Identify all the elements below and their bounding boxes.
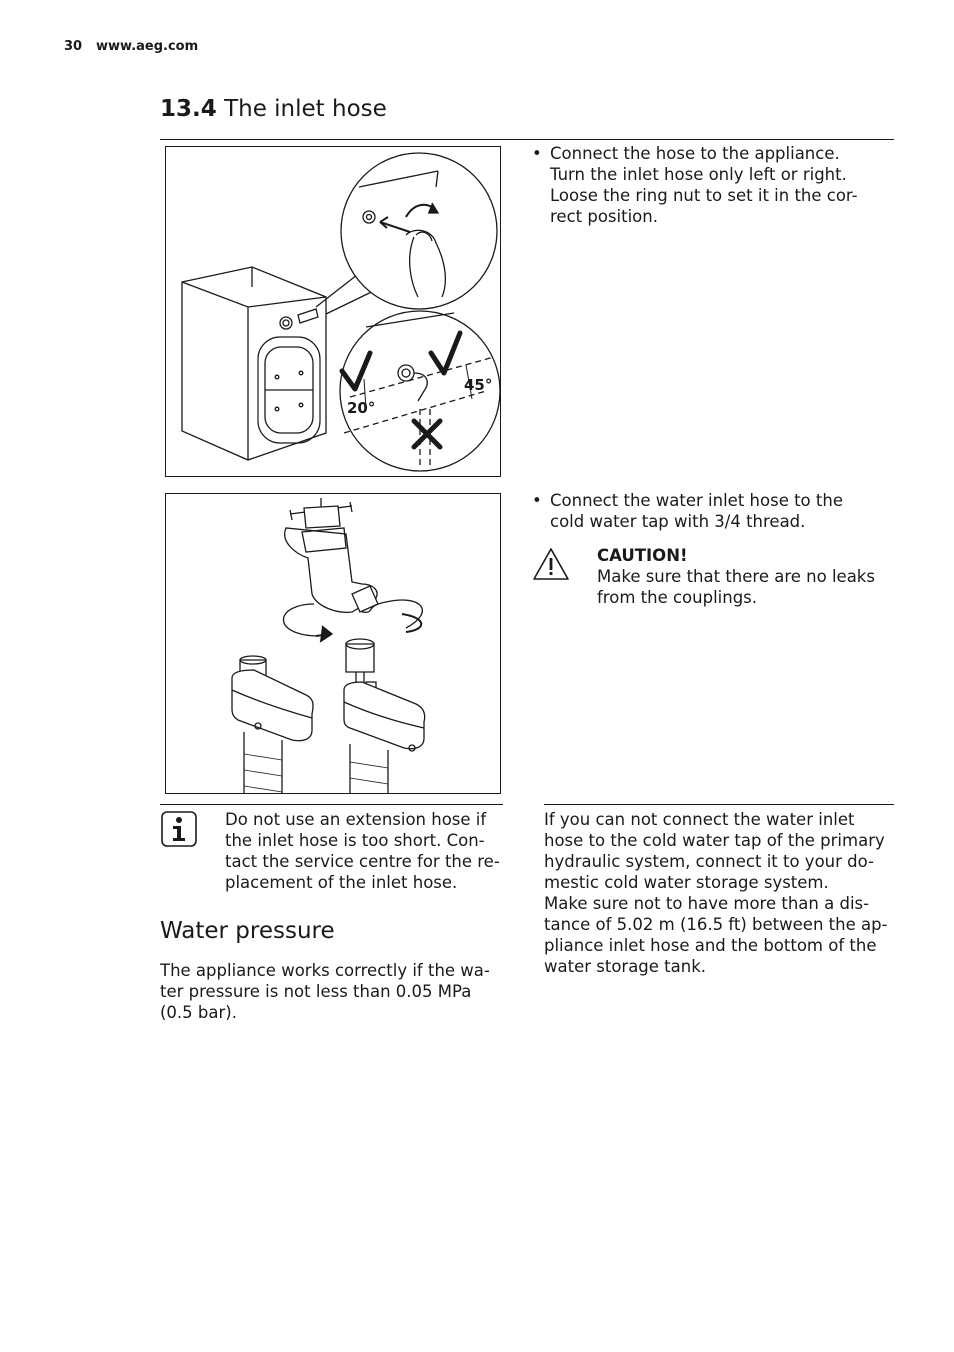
text-line: ter pressure is not less than 0.05 MPa — [160, 982, 472, 1001]
text-line: If you can not connect the water inlet — [544, 810, 855, 829]
bullet-dot: • — [532, 144, 542, 163]
text-line: tact the service centre for the re- — [225, 852, 500, 871]
caution-line: Make sure that there are no leaks — [597, 567, 875, 586]
tap-connection-illustration — [231, 498, 426, 793]
bullet-dot: • — [532, 491, 542, 510]
info-rule — [160, 804, 503, 805]
text-line: placement of the inlet hose. — [225, 873, 458, 892]
header-url[interactable]: www.aeg.com — [96, 39, 199, 54]
angle-label-45: 45° — [464, 376, 492, 394]
cross-mark — [411, 418, 443, 450]
inlet-hose-connection-illustration: 20° 45° — [181, 152, 500, 472]
info-icon — [161, 811, 197, 847]
angle-label-20: 20° — [347, 399, 375, 417]
storage-note: If you can not connect the water inlet h… — [544, 809, 894, 977]
water-pressure-title: Water pressure — [160, 918, 335, 944]
section-number: 13.4 — [160, 96, 217, 122]
caution-title: CAUTION! — [597, 546, 688, 565]
page-number: 30 — [64, 39, 83, 54]
caution-block: CAUTION! Make sure that there are no lea… — [597, 545, 894, 608]
section-rule — [160, 139, 894, 140]
figure-tap-connection — [165, 493, 501, 794]
section-title: 13.4 The inlet hose — [160, 96, 387, 122]
text-line: rect position. — [550, 207, 658, 226]
text-line: Connect the water inlet hose to the — [550, 491, 843, 510]
step-1-bullet: • Connect the hose to the appliance. Tur… — [532, 143, 894, 227]
text-line: cold water tap with 3/4 thread. — [550, 512, 806, 531]
text-line: Make sure not to have more than a dis- — [544, 894, 870, 913]
storage-rule — [544, 804, 894, 805]
check-mark-right — [428, 330, 463, 376]
text-line: (0.5 bar). — [160, 1003, 237, 1022]
text-line: hydraulic system, connect it to your do- — [544, 852, 874, 871]
figure-inlet-hose-connection: 20° 45° — [165, 146, 501, 477]
text-line: the inlet hose is too short. Con- — [225, 831, 485, 850]
text-line: Turn the inlet hose only left or right. — [550, 165, 847, 184]
text-line: pliance inlet hose and the bottom of the — [544, 936, 877, 955]
step-1-text: • Connect the hose to the appliance. Tur… — [532, 143, 894, 227]
text-line: Do not use an extension hose if — [225, 810, 487, 829]
text-line: mestic cold water storage system. — [544, 873, 829, 892]
section-title-text: The inlet hose — [224, 96, 387, 122]
caution-line: from the couplings. — [597, 588, 758, 607]
text-line: water storage tank. — [544, 957, 707, 976]
info-note: Do not use an extension hose if the inle… — [225, 809, 505, 893]
water-pressure-text: The appliance works correctly if the wa-… — [160, 960, 505, 1023]
check-mark-left — [339, 350, 373, 392]
step-2-bullet: • Connect the water inlet hose to the co… — [532, 490, 894, 532]
step-2-text: • Connect the water inlet hose to the co… — [532, 490, 894, 532]
text-line: hose to the cold water tap of the primar… — [544, 831, 885, 850]
text-line: tance of 5.02 m (16.5 ft) between the ap… — [544, 915, 888, 934]
text-line: The appliance works correctly if the wa- — [160, 961, 490, 980]
text-line: Loose the ring nut to set it in the cor- — [550, 186, 858, 205]
warning-triangle-icon — [532, 546, 570, 582]
text-line: Connect the hose to the appliance. — [550, 144, 840, 163]
